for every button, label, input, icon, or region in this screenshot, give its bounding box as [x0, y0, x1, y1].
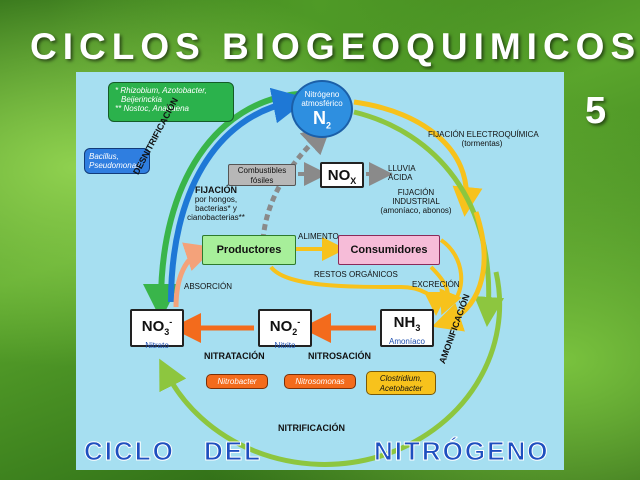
nox-box: NOX — [320, 162, 364, 188]
productores-box: Productores — [202, 235, 296, 265]
restos-arrow — [269, 265, 448, 316]
absorcion-label: ABSORCIÓN — [184, 282, 233, 291]
electro-fixation-arrow — [353, 99, 483, 217]
no2-name: Nitrito — [274, 341, 296, 350]
nh3-formula: NH — [393, 314, 416, 331]
slide-number: 5 — [585, 90, 607, 132]
bottom-title-del: DEL — [204, 436, 262, 467]
desnitrificacion-arrow — [168, 87, 309, 303]
n2-label: Nitrógeno atmosférico — [301, 90, 343, 108]
fijacion-industrial-label: FIJACIÓN INDUSTRIAL (amoníaco, abonos) — [380, 188, 452, 215]
lluvia-label: LLUVIA ÁCIDA — [388, 164, 416, 182]
nitrosacion-label: NITROSACIÓN — [308, 351, 371, 361]
absorcion-arrow — [173, 242, 216, 308]
n2-formula: N — [312, 108, 326, 128]
no3-formula: NO — [141, 318, 165, 335]
fijacion-electroquimica-label: FIJACIÓN ELECTROQUÍMICA (tormentas) — [428, 130, 539, 148]
fijacion-biologica-label: FIJACIÓN por hongos, bacterias* y cianob… — [187, 185, 245, 223]
nitrosomonas-box: Nitrosomonas — [284, 374, 356, 389]
gray-dashed-arrow — [260, 123, 332, 241]
industrial-fixation-arrow — [353, 109, 505, 327]
no3-superscript: - — [169, 317, 173, 327]
amonificacion-arrow — [431, 211, 487, 332]
nh3-subscript: 3 — [415, 323, 421, 333]
nitrificacion-arrow — [159, 271, 503, 467]
rhizobium-note: * Rhizobium, Azotobacter, Beijerinckia *… — [108, 82, 234, 122]
nitrobacter-box: Nitrobacter — [206, 374, 268, 389]
alimento-label: ALIMENTO — [298, 232, 339, 241]
no2-superscript: - — [297, 317, 301, 327]
restos-label: RESTOS ORGÁNICOS — [314, 270, 398, 279]
no3-name: Nitrato — [145, 341, 169, 350]
bacillus-note: Bacillus, Pseudomonas — [84, 148, 150, 174]
no3-subscript: 3 — [164, 327, 170, 337]
excrecion-label: EXCRECIÓN — [412, 280, 460, 289]
bottom-title-ciclo: CICLO — [84, 436, 175, 467]
no3-box: NO3- Nitrato — [130, 309, 184, 350]
n2-circle: Nitrógeno atmosférico N2 — [291, 80, 353, 138]
nh3-box: NH3 Amoníaco — [380, 309, 434, 347]
nitrogen-cycle-diagram: Nitrógeno atmosférico N2 * Rhizobium, Az… — [76, 72, 564, 470]
nh3-name: Amoníaco — [388, 337, 426, 346]
nitrificacion-label: NITRIFICACIÓN — [278, 423, 345, 433]
no2-box: NO2- Nitrito — [258, 309, 312, 350]
nox-subscript: X — [350, 176, 357, 186]
nitratacion-label: NITRATACIÓN — [204, 351, 265, 361]
consumidores-box: Consumidores — [338, 235, 440, 265]
fixation-arc-arrow — [143, 91, 299, 320]
no2-formula: NO — [269, 318, 293, 335]
combustibles-box: Combustibles fósiles — [228, 164, 296, 186]
excrecion-arrow — [429, 265, 462, 316]
bottom-title-nitrogeno: NITRÓGENO — [373, 436, 550, 467]
cycle-arrows — [143, 87, 505, 467]
n2-subscript: 2 — [325, 120, 331, 131]
nox-formula: NO — [327, 167, 351, 184]
clostridium-box: Clostridium, Acetobacter — [366, 371, 436, 395]
no2-subscript: 2 — [292, 327, 298, 337]
slide-title: CICLOS BIOGEOQUIMICOS — [30, 26, 640, 67]
